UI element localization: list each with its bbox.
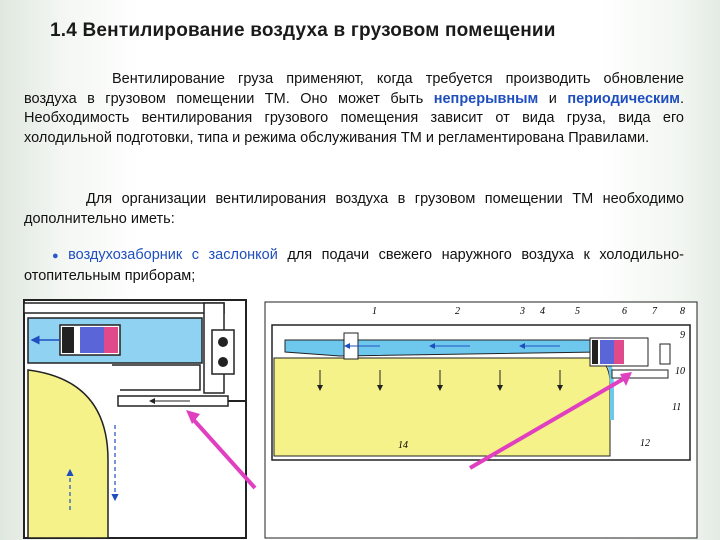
bullet-item-air-intake: ●воздухозаборник с заслонкой для подачи … <box>24 246 684 286</box>
label-6: 6 <box>622 306 627 317</box>
bullet-keyword: воздухозаборник с заслонкой <box>68 247 278 263</box>
label-5: 5 <box>575 306 580 317</box>
bullet-icon: ● <box>52 250 65 262</box>
label-12: 12 <box>640 438 650 449</box>
label-8: 8 <box>680 306 685 317</box>
label-9: 9 <box>680 330 685 341</box>
paragraph-requirements: Для организации вентилирования воздуха в… <box>24 191 684 227</box>
paragraph-intro: Вентилирование груза применяют, когда тр… <box>24 70 684 148</box>
label-7: 7 <box>652 306 658 317</box>
intro-text-2: и <box>538 90 568 107</box>
label-1: 1 <box>372 306 377 317</box>
page-title: 1.4 Вентилирование воздуха в грузовом по… <box>50 20 556 41</box>
pointer-arrows <box>186 372 632 490</box>
label-11: 11 <box>672 402 681 413</box>
detail-compartment: 1 2 3 4 5 6 7 8 9 10 11 12 14 <box>264 301 698 539</box>
label-3: 3 <box>519 306 525 317</box>
label-10: 10 <box>675 366 685 377</box>
label-2: 2 <box>455 306 460 317</box>
label-14: 14 <box>398 440 408 451</box>
intro-text-1: Вентилирование груза применяют, когда тр… <box>24 71 684 107</box>
keyword-periodic: периодическим <box>567 90 680 107</box>
keyword-continuous: непрерывным <box>433 90 539 107</box>
bullet-text: для подачи свежего наружного воздуха к х… <box>24 247 684 284</box>
label-4: 4 <box>540 306 545 317</box>
detail-frame <box>23 299 247 539</box>
intro-text-3: . Необходимость вентилирования грузового… <box>24 90 684 146</box>
